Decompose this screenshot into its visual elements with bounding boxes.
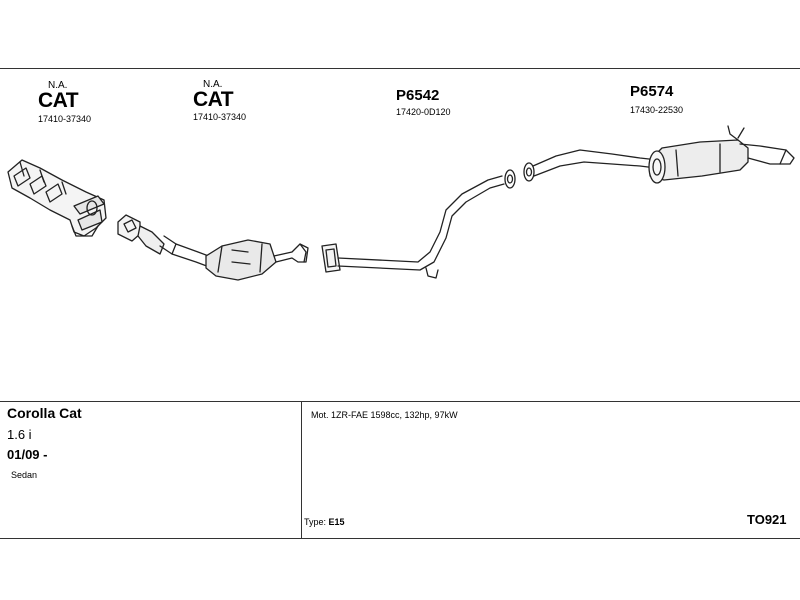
rear-silencer-part [523,125,795,184]
vehicle-body: Sedan [11,470,38,480]
component-2-na: N.A. [203,79,223,90]
type-value: E15 [328,517,345,527]
component-4-label: P6574 [630,83,674,100]
motor-spec: Mot. 1ZR-FAE 1598cc, 132hp, 97kW [311,410,458,420]
middle-pipe-part [321,169,516,279]
catalogue-code: TO921 [747,512,787,527]
type-label: Type: [304,517,327,527]
exhaust-manifold-part [7,159,107,237]
component-2-part-number: 17410-37340 [193,112,247,122]
vehicle-years: 01/09 - [7,447,48,462]
component-2-label: CAT [193,88,234,111]
diagram-frame [0,68,800,539]
vehicle-engine: 1.6 i [7,427,32,442]
component-1-label: CAT [38,89,79,112]
component-3-part-number: 17420-0D120 [396,107,451,117]
component-4-part-number: 17430-22530 [630,105,684,115]
type-field: Type: E15 [304,517,345,527]
catalytic-converter-part [117,214,309,281]
component-3-label: P6542 [396,87,440,104]
component-1-na: N.A. [48,80,68,91]
info-column-divider [301,401,302,538]
info-divider [0,401,800,402]
vehicle-model: Corolla Cat [7,405,82,421]
component-1-part-number: 17410-37340 [38,114,92,124]
